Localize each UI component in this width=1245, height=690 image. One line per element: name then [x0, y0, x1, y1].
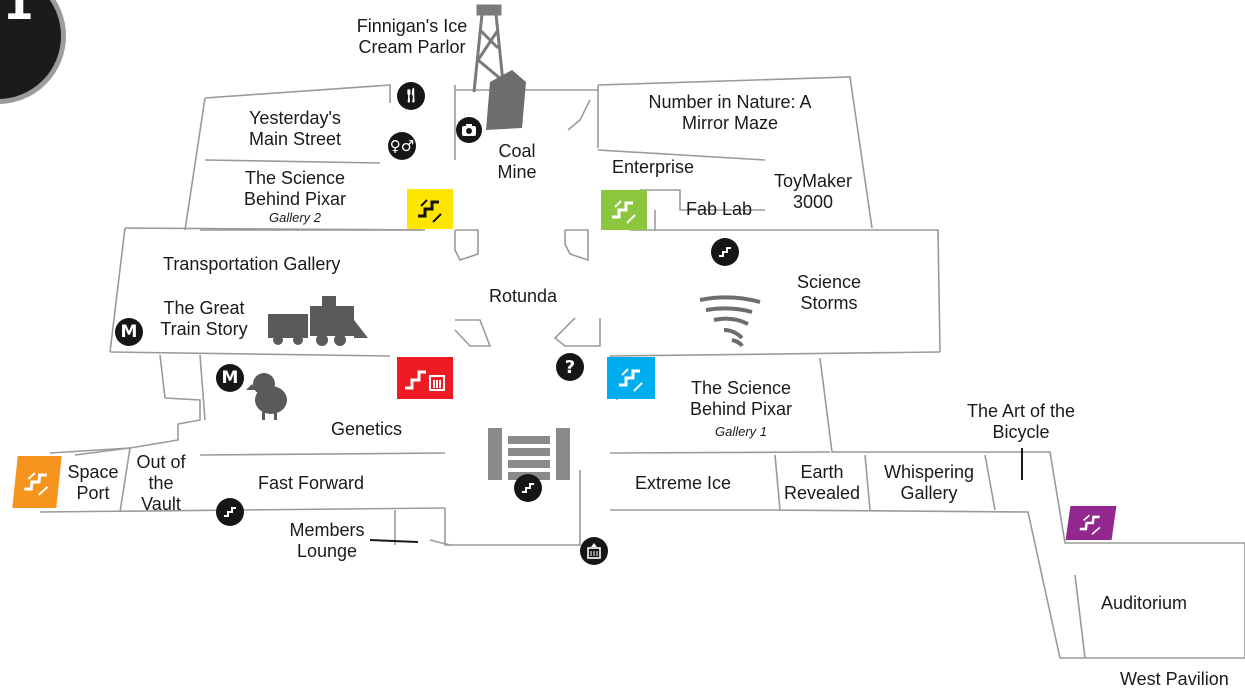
- staircase-purple[interactable]: [1065, 506, 1117, 540]
- label-art-of-the-bicycle[interactable]: The Art of the Bicycle: [966, 401, 1076, 442]
- staircase-elevator-icon: [405, 370, 445, 391]
- label-fast-forward[interactable]: Fast Forward: [258, 473, 365, 493]
- escalator-glyph: [522, 483, 534, 493]
- label-transportation-gallery[interactable]: Transportation Gallery: [163, 254, 341, 274]
- label-earth-revealed[interactable]: Earth Revealed: [783, 462, 861, 503]
- coal-mine-building-icon: [486, 70, 526, 130]
- camera-icon[interactable]: [456, 117, 482, 143]
- lounge-marker-line: [369, 539, 419, 543]
- label-out-of-the-vault[interactable]: Out of the Vault: [136, 452, 186, 514]
- label-auditorium[interactable]: Auditorium: [1101, 593, 1188, 613]
- label-pixar-gallery-1[interactable]: The Science Behind Pixar Gallery 1: [672, 378, 810, 440]
- info-icon[interactable]: ?: [556, 353, 584, 381]
- train-icon: [268, 296, 368, 346]
- escalator-glyph: [719, 247, 731, 257]
- label-yesterdays-main-street[interactable]: Yesterday's Main Street: [248, 108, 342, 149]
- staircase-green[interactable]: [601, 190, 647, 230]
- label-finnigans[interactable]: Finnigan's Ice Cream Parlor: [356, 16, 468, 57]
- staircase-yellow[interactable]: [407, 189, 453, 229]
- pixar1-subtitle: Gallery 1: [714, 424, 768, 439]
- label-whispering-gallery[interactable]: Whispering Gallery: [883, 462, 975, 503]
- label-great-train-story[interactable]: The Great Train Story: [160, 298, 248, 339]
- pixar2-title: The Science Behind Pixar: [243, 168, 347, 209]
- escalator-icon-3[interactable]: [514, 474, 542, 502]
- dining-icon[interactable]: 🍴︎: [397, 82, 425, 110]
- staircase-blue[interactable]: [607, 357, 655, 399]
- elevator-glyph: [587, 543, 601, 559]
- restroom-icon[interactable]: ♀♂: [388, 132, 416, 160]
- staircase-red[interactable]: [397, 357, 453, 399]
- metro-icon[interactable]: M: [115, 318, 143, 346]
- label-extreme-ice[interactable]: Extreme Ice: [635, 473, 732, 493]
- label-toymaker[interactable]: ToyMaker 3000: [773, 171, 853, 212]
- staircase-icon: [418, 199, 442, 223]
- label-genetics[interactable]: Genetics: [331, 419, 403, 439]
- chick-icon: [246, 373, 287, 420]
- label-west-pavilion[interactable]: West Pavilion: [1120, 669, 1229, 689]
- metro-icon-2[interactable]: M: [216, 364, 244, 392]
- metro-letter-2: M: [221, 368, 239, 388]
- staircase-icon: [24, 472, 49, 496]
- staircase-icon: [619, 368, 643, 392]
- label-enterprise[interactable]: Enterprise: [612, 157, 695, 177]
- label-pixar-gallery-2[interactable]: The Science Behind Pixar Gallery 2: [220, 168, 370, 226]
- pixar2-subtitle: Gallery 2: [268, 210, 322, 225]
- label-fab-lab[interactable]: Fab Lab: [686, 199, 753, 219]
- staircase-icon: [612, 200, 636, 224]
- label-members-lounge[interactable]: Members Lounge: [289, 520, 365, 561]
- label-space-port[interactable]: Space Port: [67, 462, 119, 503]
- pixar1-title: The Science Behind Pixar: [689, 378, 793, 419]
- label-number-in-nature[interactable]: Number in Nature: A Mirror Maze: [648, 92, 812, 133]
- escalator-glyph: [224, 507, 236, 517]
- label-science-storms[interactable]: Science Storms: [796, 272, 862, 313]
- floor-number: 1: [3, 0, 34, 30]
- floor-number-badge: 1: [0, 0, 66, 104]
- theater-seats-icon: [488, 428, 570, 480]
- staircase-icon: [1079, 514, 1101, 535]
- elevator-icon[interactable]: [580, 537, 608, 565]
- escalator-icon-2[interactable]: [216, 498, 244, 526]
- label-rotunda[interactable]: Rotunda: [489, 286, 558, 306]
- metro-letter: M: [120, 322, 138, 342]
- tornado-icon: [699, 295, 761, 348]
- staircase-orange[interactable]: [12, 456, 62, 508]
- camera-glyph: [462, 124, 476, 136]
- escalator-icon[interactable]: [711, 238, 739, 266]
- info-question-mark: ?: [564, 356, 576, 378]
- label-coal-mine[interactable]: Coal Mine: [497, 141, 537, 182]
